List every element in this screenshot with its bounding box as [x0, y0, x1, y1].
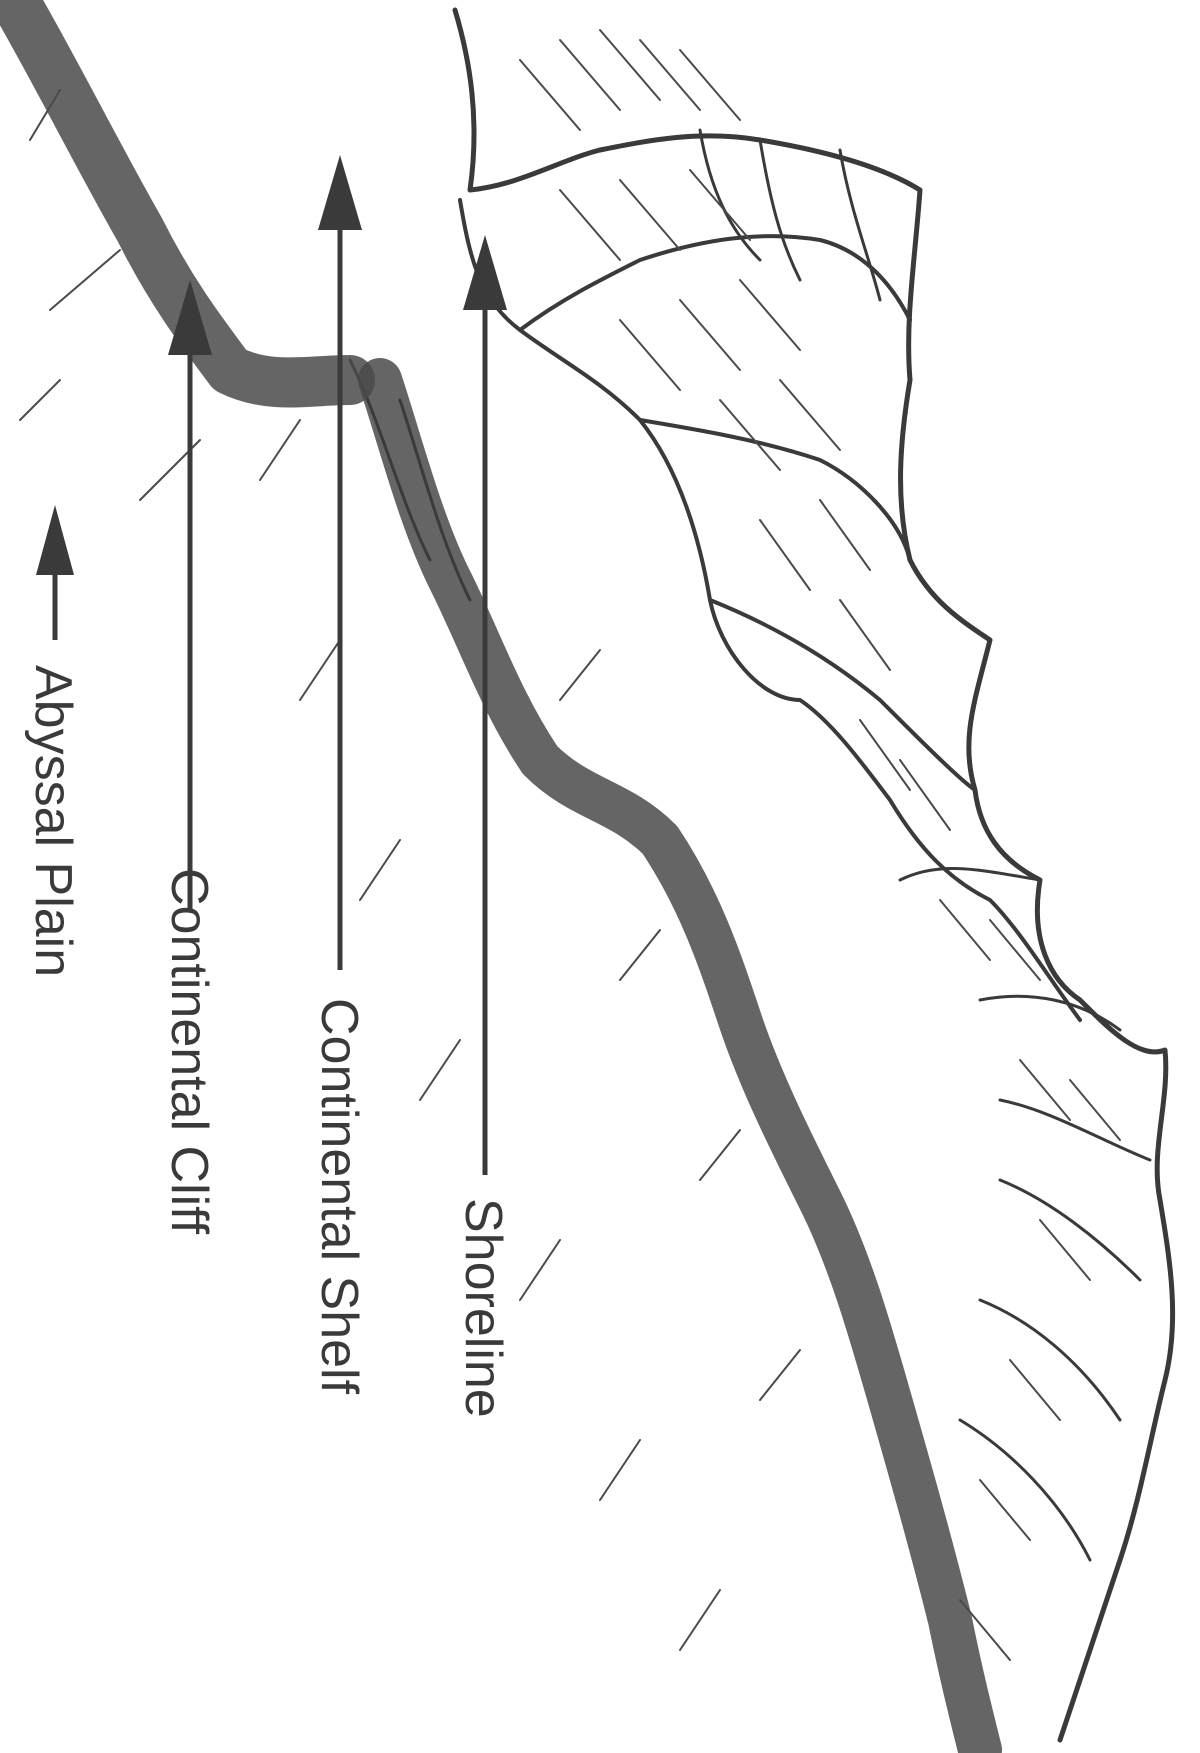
- continental-shelf-label: Continental Shelf: [310, 998, 368, 1395]
- shoreline-label: Shoreline: [454, 1198, 512, 1418]
- abyssal-plain-label: Abyssal Plain: [24, 665, 82, 977]
- continental-cliff-label: Continental Cliff: [160, 868, 218, 1235]
- continental-shelf-arrow: [318, 155, 362, 970]
- abyssal-plain-arrow: [36, 505, 74, 640]
- shoreline-band: [350, 360, 980, 1750]
- coastal-cliffs-drawing: [455, 10, 1173, 1740]
